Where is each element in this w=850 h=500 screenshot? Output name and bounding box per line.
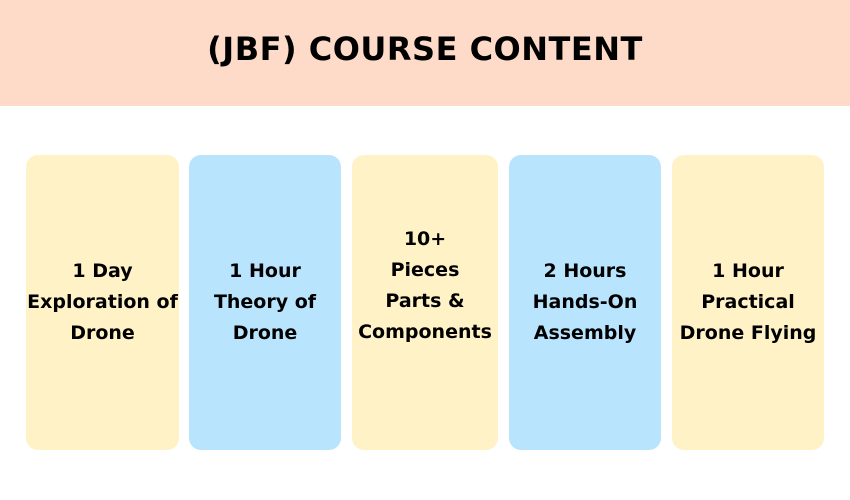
- card-assembly-text: 2 Hours Hands-On Assembly: [533, 256, 638, 349]
- card-exploration: 1 Day Exploration of Drone: [26, 155, 179, 450]
- card-theory-text: 1 Hour Theory of Drone: [214, 256, 316, 349]
- card-line: 2 Hours: [543, 260, 627, 282]
- header-banner: (JBF) COURSE CONTENT: [0, 0, 850, 106]
- card-components: 10+ Pieces Parts & Components: [352, 155, 498, 450]
- card-line: Drone: [232, 322, 298, 344]
- card-exploration-text: 1 Day Exploration of Drone: [27, 256, 178, 349]
- card-components-text: 10+ Pieces Parts & Components: [358, 224, 492, 348]
- card-assembly: 2 Hours Hands-On Assembly: [509, 155, 661, 450]
- card-theory: 1 Hour Theory of Drone: [189, 155, 341, 450]
- card-flying-text: 1 Hour Practical Drone Flying: [680, 256, 817, 349]
- card-line: 10+: [403, 227, 447, 250]
- card-line: 1 Hour: [229, 260, 301, 282]
- card-line: Drone: [70, 322, 135, 344]
- card-line: Assembly: [533, 322, 637, 344]
- card-line: Theory of: [213, 291, 317, 313]
- card-flying: 1 Hour Practical Drone Flying: [672, 155, 824, 450]
- card-line: 1 Hour: [712, 260, 784, 282]
- page-title: (JBF) COURSE CONTENT: [207, 30, 643, 68]
- card-line: Drone Flying: [679, 322, 817, 344]
- card-line: 1 Day: [72, 260, 133, 282]
- card-line: Parts &: [385, 289, 465, 312]
- card-line: Components: [358, 320, 492, 343]
- card-line: Practical: [701, 291, 795, 313]
- course-cards: 1 Day Exploration of Drone 1 Hour Theory…: [0, 155, 850, 450]
- card-line: Hands-On: [532, 291, 638, 313]
- card-line: Exploration of: [27, 291, 178, 313]
- card-line: Pieces: [390, 258, 460, 281]
